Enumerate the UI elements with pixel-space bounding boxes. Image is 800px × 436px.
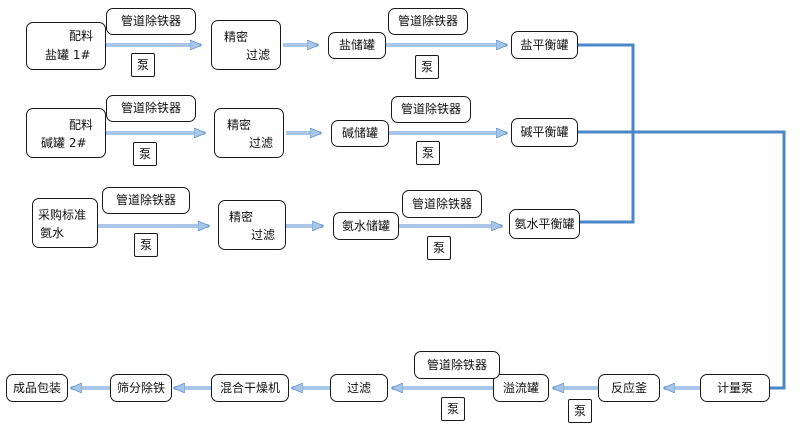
ammonia-balance-tank-label: 氨水平衡罐 bbox=[514, 216, 575, 231]
alkali-storage-tank: 碱储罐 bbox=[331, 120, 389, 147]
precision-filter-r2: 精密 过滤 bbox=[214, 108, 284, 158]
salt-balance-tank: 盐平衡罐 bbox=[511, 31, 578, 59]
overflow-tank: 溢流罐 bbox=[493, 374, 549, 402]
pump-r2b-label: 泵 bbox=[421, 145, 434, 160]
pump-r3b-label: 泵 bbox=[432, 240, 445, 255]
tank-alkali-2-line1: 配料 bbox=[69, 118, 94, 132]
precision-filter-r1-line2: 过滤 bbox=[246, 48, 271, 62]
pipe-iron-remover-r1a-label: 管道除铁器 bbox=[120, 14, 181, 28]
pipe-iron-remover-r3a-label: 管道除铁器 bbox=[115, 193, 176, 207]
pipe-iron-remover-r1b-label: 管道除铁器 bbox=[397, 14, 458, 28]
pipe-iron-remover-r2a-label: 管道除铁器 bbox=[120, 101, 181, 115]
precision-filter-r1-line1: 精密 bbox=[224, 30, 249, 44]
tank-ammonia-line1: 采购标准 bbox=[38, 208, 87, 222]
precision-filter-r3-line1: 精密 bbox=[229, 210, 254, 224]
pump-r3a-label: 泵 bbox=[139, 237, 152, 252]
pump-r2a: 泵 bbox=[133, 142, 157, 166]
pump-bottom-a: 泵 bbox=[568, 399, 592, 423]
tank-salt-1-line1: 配料 bbox=[69, 29, 94, 43]
sieve-iron-removal: 筛分除铁 bbox=[110, 374, 172, 402]
ammonia-balance-tank: 氨水平衡罐 bbox=[509, 209, 580, 239]
pipe-iron-remover-r2b: 管道除铁器 bbox=[391, 96, 471, 123]
pump-r2b: 泵 bbox=[416, 141, 440, 165]
finished-packaging-label: 成品包装 bbox=[12, 380, 61, 395]
sieve-iron-removal-label: 筛分除铁 bbox=[116, 380, 165, 395]
pipe-row2-to-metering bbox=[578, 130, 786, 390]
pump-r2a-label: 泵 bbox=[138, 146, 151, 161]
ammonia-storage-tank: 氨水储罐 bbox=[333, 212, 399, 240]
alkali-balance-tank: 碱平衡罐 bbox=[511, 118, 578, 147]
ammonia-storage-tank-label: 氨水储罐 bbox=[341, 218, 390, 233]
pipe-iron-remover-bottom-label: 管道除铁器 bbox=[426, 357, 487, 372]
precision-filter-r2-line2: 过滤 bbox=[249, 136, 274, 150]
alkali-balance-tank-label: 碱平衡罐 bbox=[520, 125, 569, 139]
mixing-dryer: 混合干燥机 bbox=[211, 374, 289, 402]
tank-alkali-2: 配料 碱罐 2# bbox=[26, 108, 106, 158]
mixing-dryer-label: 混合干燥机 bbox=[219, 380, 280, 395]
pump-r1a: 泵 bbox=[131, 53, 155, 77]
pipe-iron-remover-r1a: 管道除铁器 bbox=[106, 8, 196, 35]
pipe-iron-remover-r2a: 管道除铁器 bbox=[106, 95, 196, 122]
precision-filter-r1: 精密 过滤 bbox=[211, 20, 281, 70]
alkali-storage-tank-label: 碱储罐 bbox=[341, 126, 378, 140]
metering-pump: 计量泵 bbox=[700, 374, 770, 402]
reactor-label: 反应釜 bbox=[610, 380, 647, 395]
tank-salt-1-line2: 盐罐 1# bbox=[45, 48, 91, 62]
salt-storage-tank: 盐储罐 bbox=[328, 32, 386, 59]
filter-bottom-label: 过滤 bbox=[346, 380, 371, 395]
pump-bottom-b-label: 泵 bbox=[446, 401, 459, 416]
pipe-iron-remover-r2b-label: 管道除铁器 bbox=[400, 102, 461, 116]
salt-storage-tank-label: 盐储罐 bbox=[338, 38, 375, 52]
pipe-iron-remover-r3b: 管道除铁器 bbox=[402, 190, 482, 218]
pump-r3a: 泵 bbox=[134, 233, 158, 257]
reactor: 反应釜 bbox=[598, 374, 660, 402]
precision-filter-r2-line1: 精密 bbox=[227, 118, 252, 132]
pump-r1a-label: 泵 bbox=[136, 57, 149, 72]
pipe-iron-remover-bottom: 管道除铁器 bbox=[414, 351, 500, 379]
tank-ammonia: 采购标准 氨水 bbox=[32, 198, 98, 248]
overflow-tank-label: 溢流罐 bbox=[502, 380, 539, 395]
filter-bottom: 过滤 bbox=[330, 374, 388, 402]
pump-r1b-label: 泵 bbox=[420, 59, 433, 74]
metering-pump-label: 计量泵 bbox=[716, 380, 753, 395]
tank-salt-1: 配料 盐罐 1# bbox=[26, 22, 106, 70]
precision-filter-r3: 精密 过滤 bbox=[218, 200, 286, 250]
pump-r3b: 泵 bbox=[427, 236, 451, 260]
pipe-iron-remover-r3b-label: 管道除铁器 bbox=[411, 196, 472, 211]
salt-balance-tank-label: 盐平衡罐 bbox=[520, 37, 569, 52]
pump-bottom-b: 泵 bbox=[441, 397, 465, 421]
pipe-iron-remover-r1b: 管道除铁器 bbox=[388, 8, 468, 35]
pipe-iron-remover-r3a: 管道除铁器 bbox=[102, 187, 190, 214]
pump-r1b: 泵 bbox=[415, 55, 439, 79]
finished-packaging: 成品包装 bbox=[6, 374, 68, 402]
precision-filter-r3-line2: 过滤 bbox=[251, 228, 276, 242]
tank-alkali-2-line2: 碱罐 2# bbox=[41, 136, 87, 150]
pump-bottom-a-label: 泵 bbox=[573, 403, 586, 418]
tank-ammonia-line2: 氨水 bbox=[40, 226, 65, 240]
